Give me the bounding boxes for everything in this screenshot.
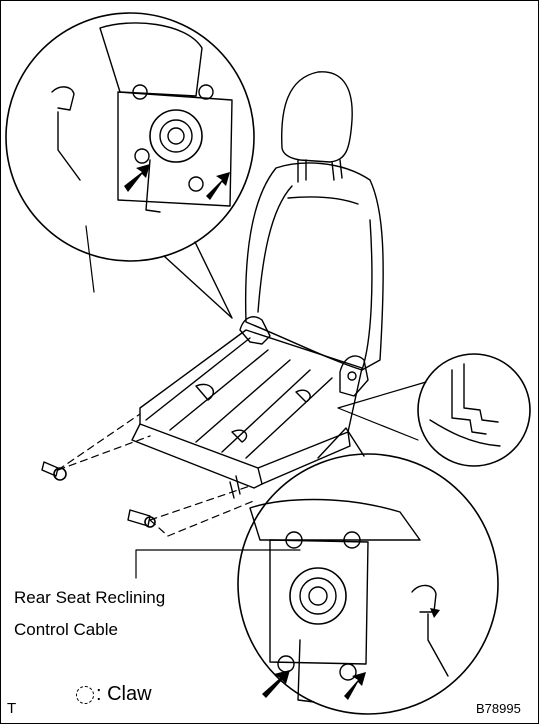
detail-circle-top (5, 12, 255, 319)
figure-id: B78995 (476, 701, 521, 716)
corner-mark: T (7, 700, 17, 717)
cable-label-line1: Rear Seat Reclining (14, 588, 166, 607)
cable-label-line2: Control Cable (14, 620, 118, 639)
claw-dashed-circle-icon (76, 685, 94, 704)
seat-frame (131, 316, 369, 499)
headrest (281, 71, 353, 183)
cable-leader-line (135, 549, 301, 579)
claw-arrow-icon (124, 164, 230, 200)
seatback (244, 162, 384, 371)
detail-circle-bottom (237, 427, 499, 715)
screw-leader-lines (57, 413, 257, 537)
legend: : Claw (76, 683, 152, 706)
bolt-icon (41, 461, 67, 481)
claw-arrow-icon (262, 608, 440, 700)
legend-text: : Claw (96, 683, 152, 705)
bolt-icon (127, 509, 156, 528)
detail-circle-right (337, 353, 531, 467)
